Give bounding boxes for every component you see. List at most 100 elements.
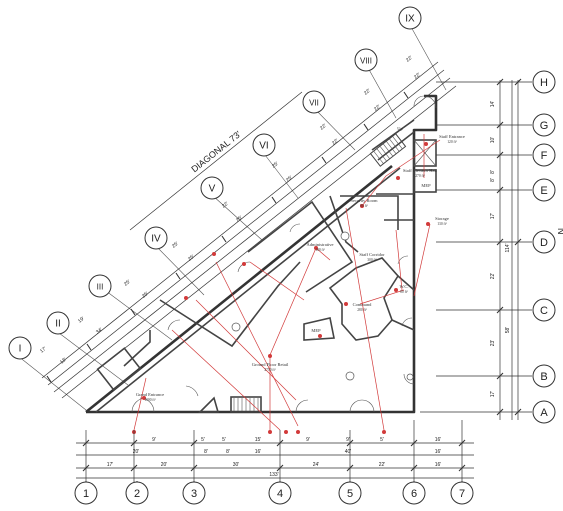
grid-column-bubble: 7 bbox=[450, 481, 474, 505]
dimension-label: 19' bbox=[77, 316, 86, 325]
dimension-label: 8' bbox=[490, 178, 496, 182]
dimension-label: 10' bbox=[490, 137, 496, 144]
dimension-label: 34' bbox=[95, 327, 104, 336]
dimension-label: 25' bbox=[141, 291, 150, 300]
area-staff-corridor: 300 ft² bbox=[367, 258, 377, 262]
grid-row-label: C bbox=[540, 305, 548, 317]
dimension-label: 13' bbox=[59, 357, 68, 366]
dimension-label: 25' bbox=[123, 279, 132, 288]
grid-row-bubble: G bbox=[532, 113, 556, 137]
area-command: 280 ft² bbox=[357, 308, 367, 312]
circulation-markers bbox=[132, 142, 430, 434]
grid-row-bubble: A bbox=[532, 400, 556, 424]
stair-label: Up bbox=[397, 126, 403, 131]
right-dimension-labels: 14'10'8'8'17'22'23'17'114'58' bbox=[490, 101, 511, 398]
grid-diagonal-bubble: IV bbox=[144, 226, 168, 250]
area-grand-entrance: 1000 ft² bbox=[144, 398, 155, 402]
column-grid-bubbles: 1 2 3 4 5 6 7 bbox=[74, 481, 474, 505]
grid-row-bubble: E bbox=[532, 178, 556, 202]
dimension-label: 22' bbox=[413, 72, 422, 81]
grid-row-bubble: B bbox=[532, 364, 556, 388]
interior-walls bbox=[96, 133, 437, 413]
grid-column-label: 6 bbox=[411, 488, 417, 500]
area-storage: 130 ft² bbox=[437, 222, 447, 226]
diagonal-dimension-chains bbox=[41, 61, 457, 399]
dimension-label: 22' bbox=[363, 88, 372, 97]
room-command: Command bbox=[353, 302, 372, 307]
grid-column-label: 4 bbox=[277, 488, 283, 500]
dimension-label: 5' bbox=[222, 437, 226, 443]
grid-diagonal-bubble: VII bbox=[302, 90, 326, 114]
grid-row-label: H bbox=[540, 77, 548, 89]
grid-diagonal-bubble: III bbox=[88, 274, 112, 298]
dimension-label: 25' bbox=[171, 241, 180, 250]
dimension-label: 22' bbox=[405, 55, 414, 64]
diagonal-dimension-labels: 13'34'25'25'25'25'22'22'22'17'19'25'25'2… bbox=[39, 55, 422, 366]
dimension-label: 17' bbox=[490, 391, 496, 398]
dimension-label: 25' bbox=[235, 215, 244, 224]
grid-row-label: F bbox=[541, 150, 548, 162]
dimension-label: 17' bbox=[39, 346, 48, 355]
dimension-label: 25' bbox=[187, 254, 196, 263]
grid-column-bubble: 1 bbox=[74, 481, 98, 505]
dimension-label: 16' bbox=[255, 449, 262, 455]
dimension-label: 8' bbox=[204, 449, 208, 455]
grid-row-bubble: D bbox=[532, 230, 556, 254]
room-staff-elevator-hall: Staff Elevator Hall bbox=[403, 168, 438, 173]
dimension-label: 16' bbox=[435, 462, 442, 468]
grid-diagonal-label: III bbox=[97, 283, 104, 292]
dimension-label: 5' bbox=[201, 437, 205, 443]
dimension-label: 30' bbox=[233, 462, 240, 468]
dimension-total-label: 133' bbox=[269, 472, 278, 478]
grid-row-label: A bbox=[540, 407, 548, 419]
grid-column-bubble: 4 bbox=[268, 481, 292, 505]
grid-diagonal-label: VII bbox=[309, 99, 319, 108]
grid-diagonal-label: IX bbox=[405, 14, 415, 25]
circulation-lines bbox=[133, 134, 441, 431]
dimension-label: 14' bbox=[490, 101, 496, 108]
area-security: 90 ft² bbox=[360, 204, 368, 208]
grid-column-bubble: 6 bbox=[402, 481, 426, 505]
diagonal-grid-lines bbox=[17, 24, 447, 411]
dimension-label: 17' bbox=[490, 213, 496, 220]
dimension-label: 9' bbox=[152, 437, 156, 443]
row-grid-bubbles: A B C D E F G H bbox=[532, 70, 556, 424]
room-security: Security Room bbox=[350, 198, 378, 203]
dimension-label: 9' bbox=[346, 437, 350, 443]
dimension-label: 16' bbox=[435, 449, 442, 455]
bottom-dimension-labels: 9'5'5'15'9'9'5'20'8'8'16'40'17'20'30'24'… bbox=[107, 437, 442, 478]
grid-diagonal-label: IV bbox=[151, 234, 161, 245]
grid-column-bubble: 3 bbox=[182, 481, 206, 505]
dimension-label: 40' bbox=[345, 449, 352, 455]
dimension-label: 25' bbox=[285, 175, 294, 184]
grid-diagonal-bubble: V bbox=[200, 176, 224, 200]
dimension-label: 22' bbox=[373, 104, 382, 113]
grid-column-label: 7 bbox=[459, 488, 465, 500]
dimension-label: 22' bbox=[490, 273, 496, 280]
grid-column-label: 5 bbox=[347, 488, 353, 500]
grid-diagonal-label: II bbox=[55, 319, 61, 330]
area-staff-entrance: 120 ft² bbox=[447, 140, 457, 144]
dimension-total-label: 114' bbox=[505, 243, 511, 252]
room-grand-entrance: Grand Entrance bbox=[136, 392, 164, 397]
dimension-label: 22' bbox=[331, 138, 340, 147]
room-staff-corridor: Staff Corridor bbox=[359, 252, 385, 257]
grid-column-bubble: 2 bbox=[125, 481, 149, 505]
area-administrative: 180 ft² bbox=[315, 248, 325, 252]
grid-diagonal-bubble: IX bbox=[398, 6, 422, 30]
room-mep-left: MEP bbox=[311, 328, 321, 333]
room-administrative: Administrative bbox=[307, 242, 334, 247]
grid-diagonal-label: V bbox=[209, 184, 216, 195]
grid-column-label: 3 bbox=[191, 488, 197, 500]
dimension-label: 17' bbox=[107, 462, 114, 468]
bottom-dimensions bbox=[76, 420, 474, 482]
grid-column-label: 1 bbox=[83, 488, 89, 500]
room-labels: Grand Entrance 1000 ft² Ground Floor Ret… bbox=[136, 126, 465, 402]
grid-row-bubble: H bbox=[532, 70, 556, 94]
grid-row-bubble: C bbox=[532, 298, 556, 322]
grid-diagonal-label: I bbox=[19, 344, 22, 355]
dimension-label: 23' bbox=[490, 340, 496, 347]
dimension-label: 25' bbox=[271, 161, 280, 170]
